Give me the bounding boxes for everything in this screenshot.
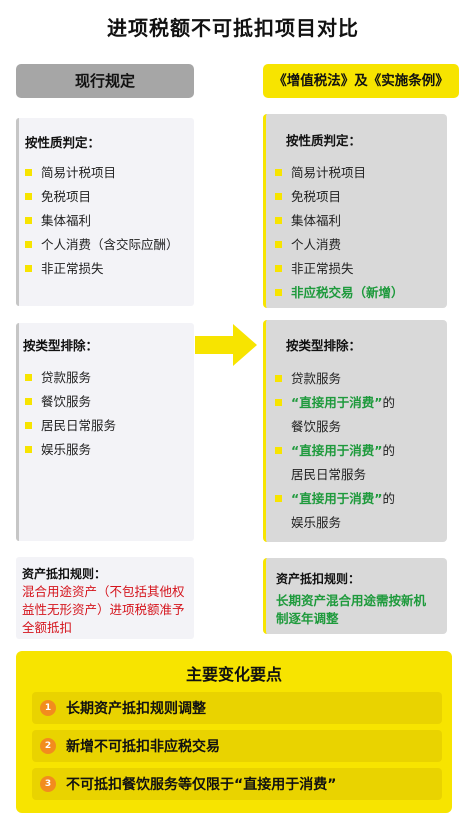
new-law-header: 《增值税法》及《实施条例》: [263, 64, 459, 98]
list-item: 餐饮服务: [25, 391, 91, 410]
list-item: “直接用于消费”的: [275, 488, 395, 507]
list-item: 娱乐服务: [25, 439, 91, 458]
numbered-circle-icon: 1: [40, 700, 56, 716]
square-bullet-icon: [25, 193, 32, 200]
list-item: 简易计税项目: [25, 162, 116, 181]
type-title-new: 按类型排除：: [286, 338, 362, 353]
page-title: 进项税额不可抵扣项目对比: [107, 16, 359, 40]
summary-item-text: 长期资产抵扣规则调整: [66, 701, 206, 717]
list-item: 免税项目: [25, 186, 91, 205]
current-rules-header: 现行规定: [16, 64, 194, 98]
square-bullet-icon: [275, 447, 282, 454]
square-bullet-icon: [25, 241, 32, 248]
list-item: 非正常损失: [275, 258, 354, 277]
list-item: 贷款服务: [275, 368, 341, 387]
summary-panel: 主要变化要点 1 长期资产抵扣规则调整 2 新增不可抵扣非应税交易 3 不可抵扣…: [16, 651, 452, 813]
square-bullet-icon: [275, 241, 282, 248]
list-item: 非正常损失: [25, 258, 104, 277]
asset-title-current: 资产抵扣规则：: [22, 567, 107, 581]
numbered-circle-icon: 3: [40, 776, 56, 792]
square-bullet-icon: [25, 217, 32, 224]
type-card-current: 按类型排除： 贷款服务 餐饮服务 居民日常服务 娱乐服务: [16, 323, 194, 541]
square-bullet-icon: [275, 169, 282, 176]
list-item-new: 非应税交易（新增）: [275, 282, 404, 301]
asset-text-current: 混合用途资产（不包括其他权益性无形资产）进项税额准予全额抵扣: [22, 584, 185, 635]
square-bullet-icon: [25, 169, 32, 176]
asset-card-new: 资产抵扣规则： 长期资产混合用途需按新机制逐年调整: [263, 558, 447, 634]
list-item: “直接用于消费”的: [275, 440, 395, 459]
square-bullet-icon: [25, 422, 32, 429]
square-bullet-icon: [275, 399, 282, 406]
list-item: 居民日常服务: [291, 467, 367, 482]
nature-title-current: 按性质判定：: [25, 135, 101, 150]
square-bullet-icon: [275, 375, 282, 382]
list-item: 集体福利: [275, 210, 341, 229]
list-item: 娱乐服务: [291, 515, 342, 530]
right-arrow-icon: [195, 324, 257, 366]
list-item: 餐饮服务: [291, 419, 342, 434]
square-bullet-icon: [25, 265, 32, 272]
numbered-circle-icon: 2: [40, 738, 56, 754]
square-bullet-icon: [275, 193, 282, 200]
list-item: 简易计税项目: [275, 162, 366, 181]
list-item: 个人消费: [275, 234, 341, 253]
asset-text-new: 长期资产混合用途需按新机制逐年调整: [276, 593, 427, 626]
square-bullet-icon: [25, 398, 32, 405]
square-bullet-icon: [25, 446, 32, 453]
type-title-current: 按类型排除：: [23, 338, 99, 353]
square-bullet-icon: [275, 265, 282, 272]
summary-item-text: 新增不可抵扣非应税交易: [66, 739, 220, 755]
type-card-new: 按类型排除： 贷款服务 “直接用于消费”的 餐饮服务 “直接用于消费”的 居民日…: [263, 320, 447, 542]
summary-item: 3 不可抵扣餐饮服务等仅限于“直接用于消费”: [32, 768, 442, 800]
list-item: 居民日常服务: [25, 415, 116, 434]
list-item: 集体福利: [25, 210, 91, 229]
list-item: 个人消费（含交际应酬）: [25, 234, 179, 253]
list-item: 免税项目: [275, 186, 341, 205]
summary-item: 1 长期资产抵扣规则调整: [32, 692, 442, 724]
square-bullet-icon: [25, 374, 32, 381]
list-item: 贷款服务: [25, 367, 91, 386]
summary-item: 2 新增不可抵扣非应税交易: [32, 730, 442, 762]
list-item: “直接用于消费”的: [275, 392, 395, 411]
asset-card-current: 资产抵扣规则： 混合用途资产（不包括其他权益性无形资产）进项税额准予全额抵扣: [16, 557, 194, 639]
summary-title: 主要变化要点: [185, 665, 282, 684]
asset-title-new: 资产抵扣规则：: [276, 572, 361, 586]
nature-card-new: 按性质判定： 简易计税项目 免税项目 集体福利 个人消费 非正常损失 非应税交易…: [263, 114, 447, 308]
nature-card-current: 按性质判定： 简易计税项目 免税项目 集体福利 个人消费（含交际应酬） 非正常损…: [16, 118, 194, 306]
square-bullet-icon: [275, 495, 282, 502]
square-bullet-icon: [275, 217, 282, 224]
summary-item-text: 不可抵扣餐饮服务等仅限于“直接用于消费”: [66, 777, 337, 793]
square-bullet-icon: [275, 289, 282, 296]
nature-title-new: 按性质判定：: [286, 133, 362, 148]
